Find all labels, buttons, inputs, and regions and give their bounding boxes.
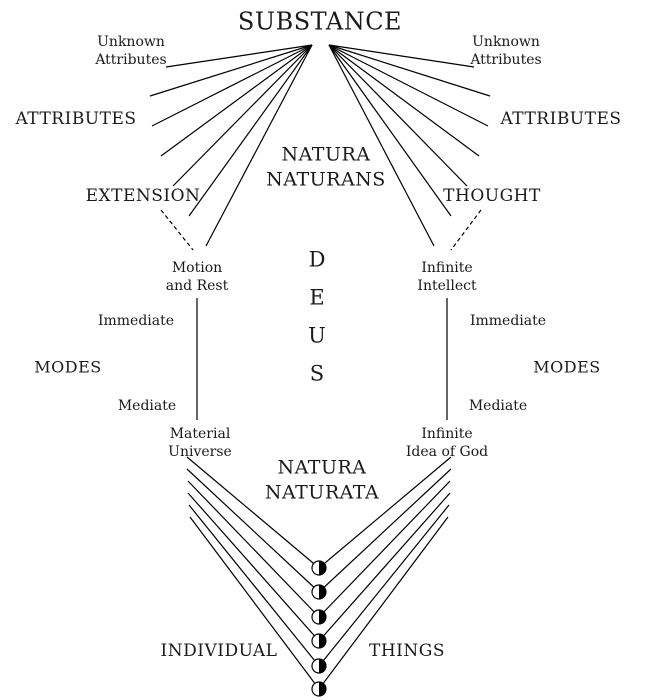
unknown-attributes-left-line2: Attributes [95, 52, 167, 68]
individual-thing-circle [311, 584, 327, 600]
natura-naturata-line2: NATURATA [264, 481, 380, 503]
motion-and-rest-label: Motion and Rest [166, 259, 228, 295]
thought-label: THOUGHT [443, 185, 541, 206]
mediate-right-label: Mediate [468, 397, 528, 414]
extension-label: EXTENSION [85, 185, 201, 206]
infinite-intellect-line2: Intellect [417, 278, 477, 294]
unknown-attributes-right-line1: Unknown [472, 33, 540, 50]
things-label: THINGS [369, 640, 445, 661]
unknown-attributes-right-label: Unknown Attributes [470, 33, 541, 69]
attributes-right-label: ATTRIBUTES [500, 108, 622, 129]
convergence-fan-left [186, 456, 320, 690]
material-universe-line1: Material [169, 425, 231, 442]
mediate-left-label: Mediate [117, 397, 177, 414]
attribute-fan-right [328, 44, 491, 247]
material-universe-label: Material Universe [168, 425, 232, 461]
natura-naturans-line1: NATURA [281, 143, 371, 166]
infinite-idea-of-god-label: Infinite Idea of God [406, 425, 488, 461]
unknown-attributes-right-line2: Attributes [470, 52, 542, 68]
modes-left-label: MODES [34, 357, 102, 377]
individual-thing-circle [311, 633, 327, 649]
individual-thing-circle [311, 560, 327, 576]
deus-letter-e: E [309, 285, 325, 310]
infinite-intellect-line1: Infinite [421, 259, 473, 276]
individual-thing-circle [311, 609, 327, 625]
infinite-idea-of-god-line1: Infinite [421, 425, 473, 442]
unknown-attributes-left-line1: Unknown [97, 33, 165, 50]
convergence-fan-right [318, 456, 452, 690]
substance-label: SUBSTANCE [237, 7, 403, 36]
modes-right-label: MODES [533, 357, 601, 377]
natura-naturata-label: NATURA NATURATA [265, 455, 379, 504]
individual-thing-circle [311, 658, 327, 674]
motion-and-rest-line2: and Rest [165, 278, 229, 294]
deus-letter-u: U [308, 323, 326, 348]
attribute-fan-left [149, 44, 313, 247]
material-universe-line2: Universe [168, 444, 232, 460]
infinite-idea-of-god-line2: Idea of God [405, 444, 489, 460]
extension-dashed-link [160, 209, 194, 251]
thought-dashed-link [450, 209, 482, 251]
individual-label: INDIVIDUAL [160, 640, 278, 661]
immediate-right-label: Immediate [469, 312, 547, 329]
deus-letter-s: S [309, 361, 325, 386]
natura-naturata-line1: NATURA [277, 456, 367, 479]
natura-naturans-label: NATURA NATURANS [266, 142, 386, 191]
attributes-left-label: ATTRIBUTES [15, 108, 137, 129]
infinite-intellect-label: Infinite Intellect [417, 259, 476, 295]
motion-and-rest-line1: Motion [171, 259, 223, 276]
natura-naturans-line2: NATURANS [266, 168, 386, 190]
unknown-attributes-left-label: Unknown Attributes [95, 33, 166, 69]
individual-thing-circles [311, 560, 327, 697]
immediate-left-label: Immediate [97, 312, 175, 329]
individual-thing-circle [311, 681, 327, 697]
deus-letter-d: D [308, 247, 326, 272]
